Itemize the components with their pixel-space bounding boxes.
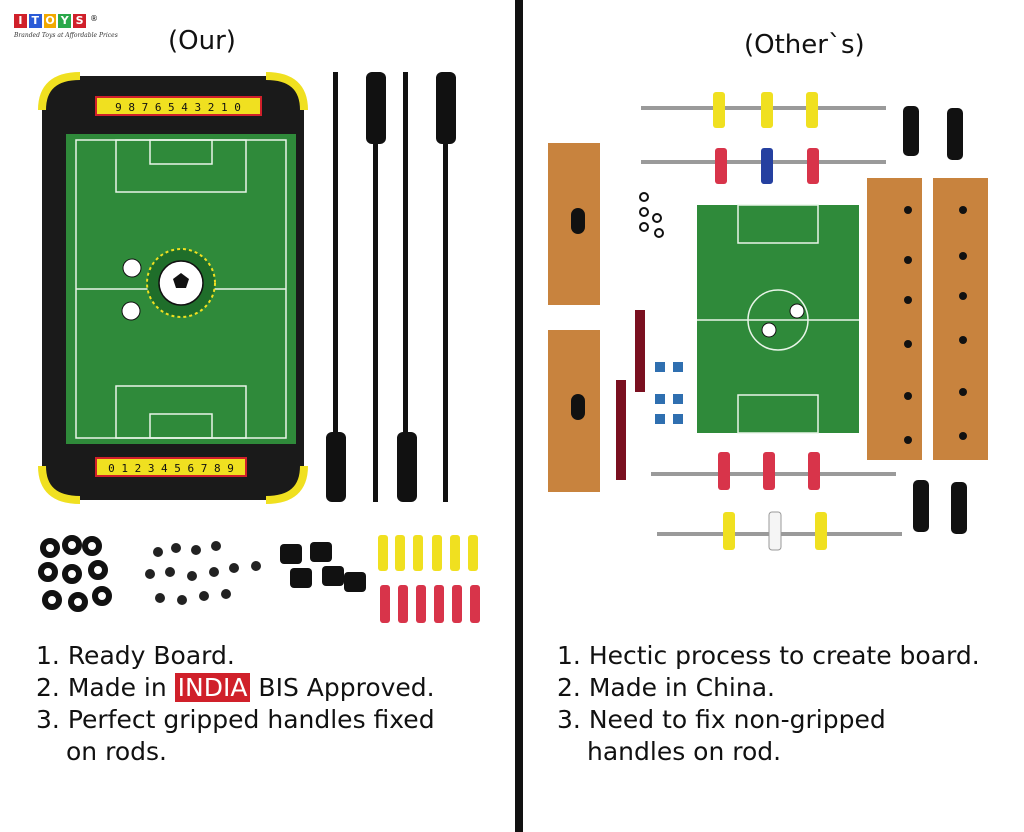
brand-tagline: Branded Toys at Affordable Prices [14,32,118,39]
rod-caps-icon [280,542,366,592]
screws-icon [145,541,261,605]
others-drawbacks-list: 1. Hectic process to create board. 2. Ma… [557,640,1017,768]
list-item: 2. Made in INDIA BIS Approved. [36,672,506,704]
red-players-icon [380,585,480,623]
list-number: 1. [36,641,60,670]
list-item: 3. Need to fix non-gripped [557,704,1017,736]
rubber-rings [38,535,112,612]
corner-bumper [38,465,81,504]
list-number: 2. [557,673,581,702]
scoreboard-bottom-digits: 0 1 2 3 4 5 6 7 8 9 [108,462,234,475]
wood-rail [867,178,922,460]
india-highlight: INDIA [174,673,251,702]
list-item: 3. Perfect gripped handles fixed [36,704,506,736]
logo-tile: Y [58,14,72,28]
corner-bumper [38,72,81,111]
heading-others: (Other`s) [744,30,865,60]
list-number: 3. [557,705,581,734]
handle-icon [903,106,919,156]
handle-icon [947,108,963,160]
heading-ours: (Our) [168,26,236,56]
list-item: 1. Hectic process to create board. [557,640,1017,672]
small-parts-icon [639,192,664,238]
list-item: 2. Made in China. [557,672,1017,704]
list-item-continuation: on rods. [66,737,167,766]
ball-icon [122,258,142,278]
handle-icon [436,72,456,144]
brand-logo: I T O Y S Branded Toys at Affordable Pri… [14,14,118,60]
list-item-continuation: handles on rod. [587,737,782,766]
handle-icon [366,72,386,144]
list-text: Ready Board. [67,641,235,670]
logo-tile: S [73,14,86,28]
logo-tile: T [28,14,42,28]
registered-mark: ® [90,14,98,23]
red-blue-players-icon [715,148,819,184]
list-text: Need to fix non-gripped [588,705,886,734]
list-text: Made in China. [588,673,775,702]
logo-tile: O [43,14,57,28]
list-number: 1. [557,641,581,670]
brackets-icon [655,362,683,424]
yellow-white-players-icon [723,511,827,551]
corner-bumper [265,465,308,504]
handle-icon [397,432,417,502]
others-field [697,205,859,433]
rod [333,72,338,432]
ball-icon [789,303,805,319]
logo-tile: I [14,14,27,28]
list-number: 2. [36,673,60,702]
list-text: BIS Approved. [258,673,435,702]
red-players-icon [718,452,820,490]
list-number: 3. [36,705,60,734]
ball-icon [761,322,777,338]
yellow-players-icon [378,535,478,571]
wood-rail [933,178,988,460]
scoreboard-strip [616,380,626,480]
rod [373,144,378,502]
list-text: Perfect gripped handles fixed [67,705,435,734]
list-text: Hectic process to create board. [588,641,980,670]
scoreboard-strip [635,310,645,392]
rod [443,144,448,502]
yellow-players-icon [713,92,818,128]
handle-icon [326,432,346,502]
rod [403,72,408,432]
our-benefits-list: 1. Ready Board. 2. Made in INDIA BIS App… [36,640,506,768]
scoreboard-top-digits: 9 8 7 6 5 4 3 2 1 0 [115,101,241,114]
corner-bumper [265,72,308,111]
scoreboard-bottom [95,457,247,477]
scoreboard-top [95,96,262,116]
our-product-illustration: 9 8 7 6 5 4 3 2 1 0 0 1 2 3 4 5 6 7 8 9 [38,72,480,623]
ball-icon [121,301,141,321]
center-divider [515,0,523,832]
handle-icon [951,482,967,534]
list-text: Made in [67,673,167,702]
handle-icon [913,480,929,532]
others-product-illustration [548,92,988,551]
list-item: 1. Ready Board. [36,640,506,672]
